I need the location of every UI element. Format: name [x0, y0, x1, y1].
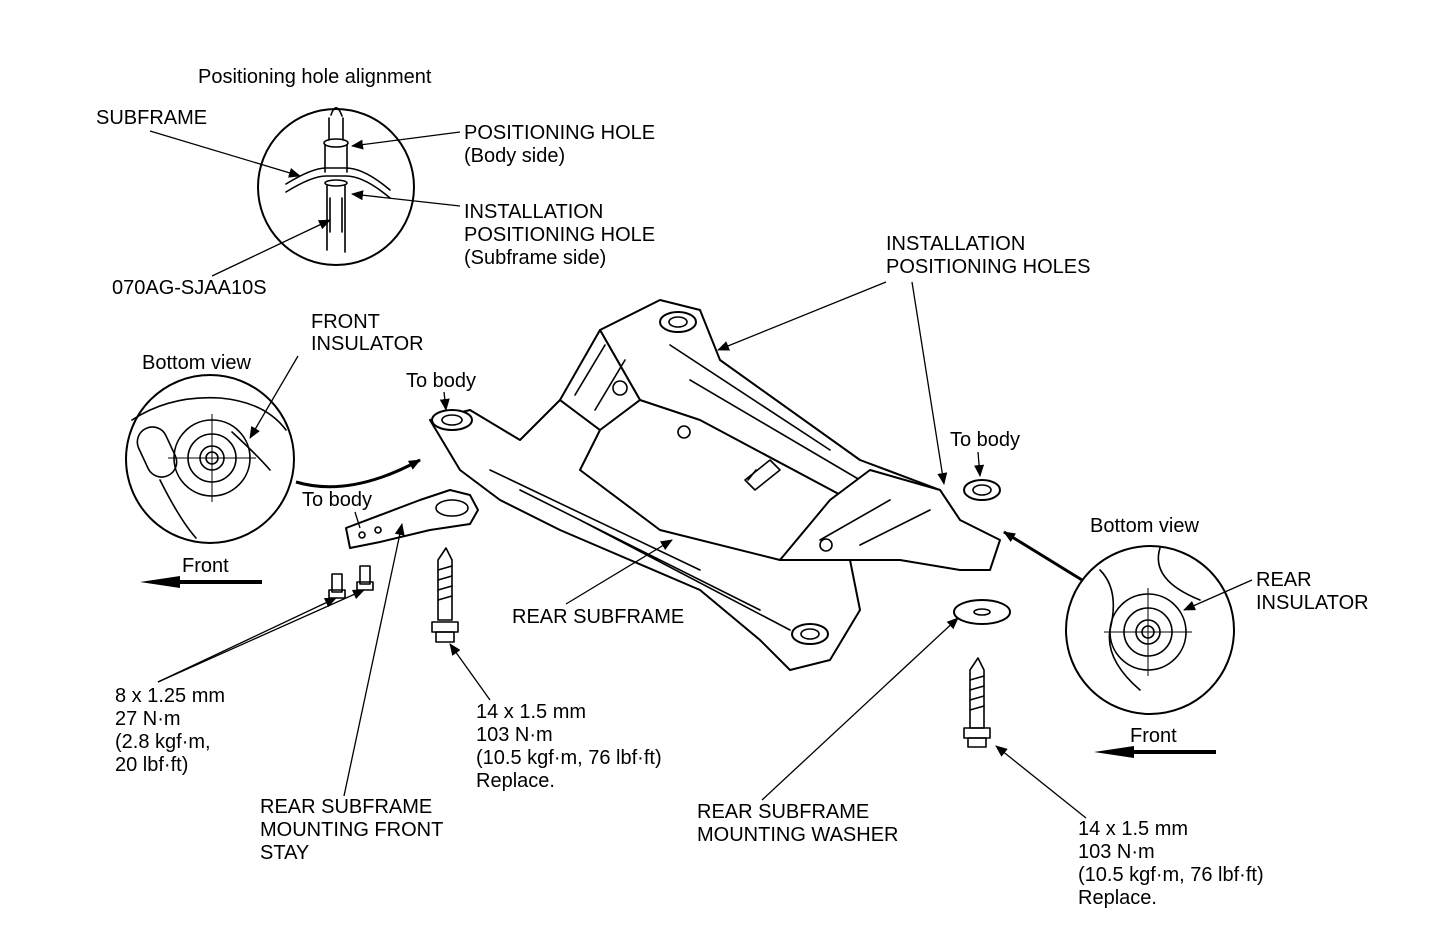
small-bolt-leader-2	[157, 589, 365, 683]
front-inset-circle	[125, 374, 295, 544]
front-stay-part	[345, 489, 479, 549]
washer-label: REAR SUBFRAME MOUNTING WASHER	[697, 801, 898, 846]
subframe-label: SUBFRAME	[96, 107, 207, 129]
rear-subframe-label: REAR SUBFRAME	[512, 606, 684, 628]
small-bolt-leader-1	[157, 597, 337, 683]
rear-insulator-inset	[1065, 545, 1235, 715]
front-stay-label: REAR SUBFRAME MOUNTING FRONT STAY	[260, 796, 449, 864]
front-insulator-inset	[125, 374, 295, 544]
front-direction-label-left: Front	[182, 555, 229, 577]
tool-label: 070AG-SJAA10S	[112, 277, 267, 299]
to-body-front-label: To body	[406, 370, 476, 392]
rear-bolt-leader	[995, 745, 1087, 819]
positioning-hole-inset: Positioning hole alignment	[198, 66, 432, 266]
front-stay-leader	[343, 523, 405, 797]
small-bolt-spec: 8 x 1.25 mm 27 N·m (2.8 kgf·m, 20 lbf·ft…	[115, 685, 231, 776]
rear-subframe-leader	[565, 539, 673, 605]
rear-bolt-spec: 14 x 1.5 mm 103 N·m (10.5 kgf·m, 76 lbf·…	[1078, 818, 1269, 909]
inset-circle	[257, 108, 415, 266]
washer-leader	[761, 617, 959, 801]
to-body-front-leader	[439, 391, 450, 411]
rear-bottom-view-label: Bottom view	[1090, 515, 1199, 537]
to-body-rear-label: To body	[950, 429, 1020, 451]
inset-title: Positioning hole alignment	[198, 66, 432, 88]
rear-subframe-drawing	[429, 299, 1001, 671]
front-bolt-spec: 14 x 1.5 mm 103 N·m (10.5 kgf·m, 76 lbf·…	[476, 701, 667, 792]
rear-inset-circle	[1065, 545, 1235, 715]
front-direction-arrow-left	[140, 576, 262, 588]
rear-inset-arrow	[1003, 530, 1083, 582]
front-bolt	[431, 547, 459, 643]
rear-insulator-label: REAR INSULATOR	[1256, 569, 1369, 614]
installation-hole-label: INSTALLATION POSITIONING HOLE (Subframe …	[464, 201, 661, 269]
installation-hole-leader	[351, 190, 461, 207]
rear-bolt	[963, 657, 991, 748]
rear-insulator-leader	[1183, 579, 1253, 611]
positioning-hole-leader	[351, 131, 461, 150]
front-bolt-leader	[449, 643, 491, 701]
front-inset-arrow	[295, 458, 421, 489]
tool-leader	[211, 219, 331, 277]
to-body-rear-leader	[974, 451, 985, 477]
front-direction-arrow-right	[1094, 746, 1216, 758]
installation-holes-leader-1	[717, 281, 887, 351]
washer-part	[953, 599, 1011, 625]
front-bottom-view-label: Bottom view	[142, 352, 251, 374]
front-insulator-leader	[249, 355, 299, 439]
small-bolts	[328, 565, 374, 599]
front-insulator-label: FRONT INSULATOR	[311, 311, 424, 355]
to-body-stay-label: To body	[302, 489, 372, 511]
subframe-leader	[149, 130, 301, 178]
front-direction-label-right: Front	[1130, 725, 1177, 747]
installation-holes-leader-2	[911, 281, 948, 485]
installation-holes-label: INSTALLATION POSITIONING HOLES	[886, 233, 1090, 278]
positioning-hole-label: POSITIONING HOLE (Body side)	[464, 122, 661, 167]
to-body-stay-leader	[354, 511, 361, 529]
